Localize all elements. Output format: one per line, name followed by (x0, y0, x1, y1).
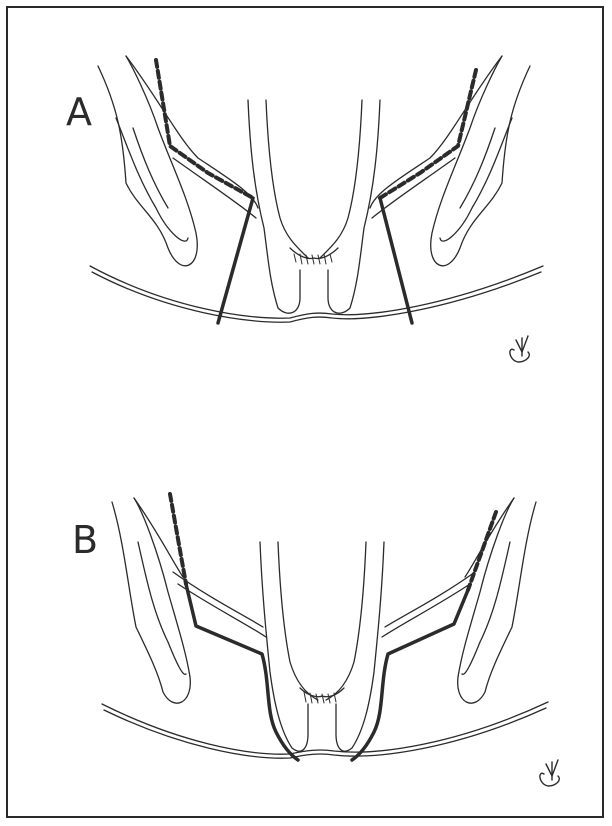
panel-b-illustration (8, 412, 602, 816)
signature-monogram-b (540, 760, 559, 786)
signature-monogram-a (510, 336, 529, 362)
skin-line-a-inner (92, 272, 541, 322)
dissection-plane-dashed-left-b (170, 494, 186, 584)
skin-line-a (90, 266, 543, 318)
panel-b: B (8, 412, 602, 816)
panel-a-illustration (8, 8, 602, 408)
incision-line-right-a (380, 198, 412, 323)
excision-line-left-b (186, 584, 298, 760)
dissection-plane-dashed-right-a (380, 70, 476, 198)
figure-frame: A (6, 6, 604, 818)
dissection-plane-dashed-left-a (156, 60, 253, 198)
excision-line-right-b (352, 590, 468, 760)
left-ischium-b (112, 498, 190, 703)
rectum-a (248, 100, 300, 313)
rectum-b (260, 542, 308, 751)
right-ischium-b (458, 498, 536, 703)
incision-line-left-a (218, 198, 253, 323)
panel-a: A (8, 8, 602, 408)
skin-line-b (102, 702, 548, 754)
